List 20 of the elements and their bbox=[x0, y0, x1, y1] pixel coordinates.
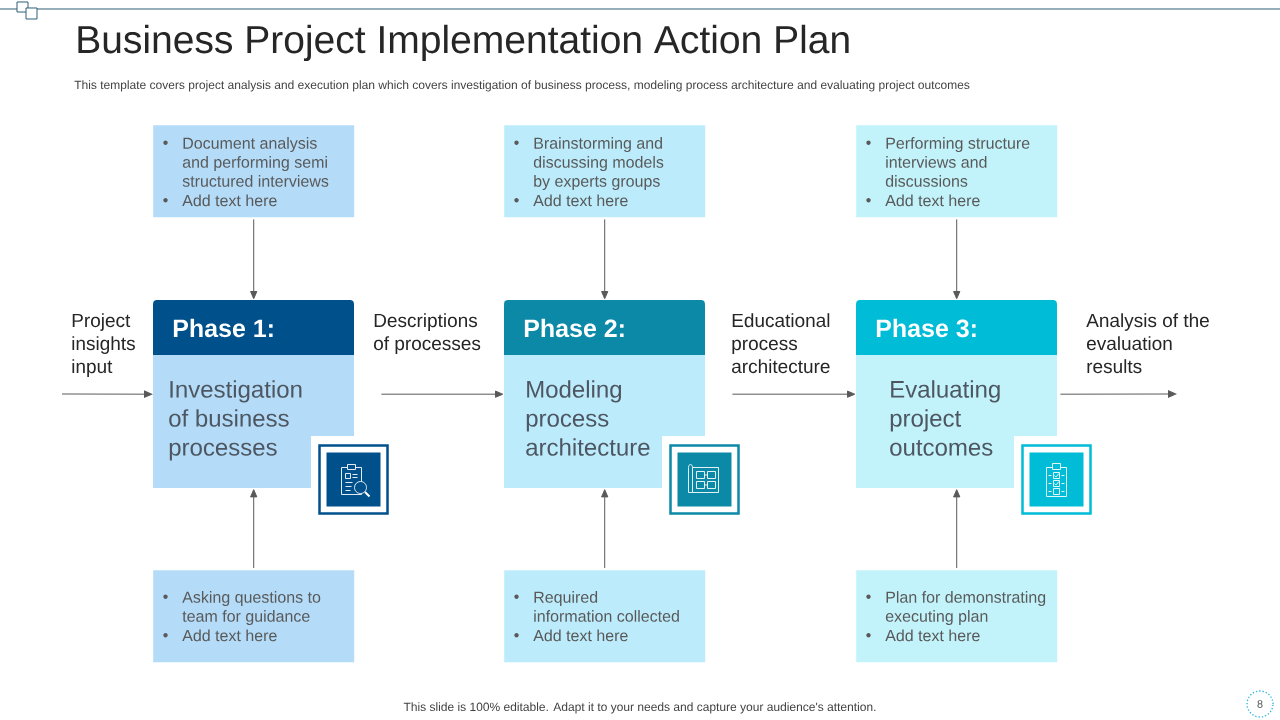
edge-label: Educational process architecture bbox=[731, 313, 837, 374]
text-box: Asking questions to team for guidance Add text here bbox=[153, 570, 355, 663]
phase-card: Phase 1: Investigation of business processes bbox=[153, 300, 354, 488]
subtitle: This template covers project analysis and execution plan which covers investigation of business process, modeling process architecture and evaluating project outcomes bbox=[74, 80, 970, 92]
title: Business Project Implementation Action Plan bbox=[78, 24, 849, 62]
phase-header: Phase 3: bbox=[856, 300, 1057, 355]
edge-label: Descriptions of processes bbox=[373, 313, 489, 354]
phase-card: Phase 2: Modeling process architecture bbox=[504, 300, 705, 488]
phase-header: Phase 2: bbox=[504, 300, 705, 355]
text-box: Required information collected Add text here bbox=[504, 570, 706, 663]
page-number: 8 bbox=[1246, 690, 1274, 718]
text-box: Performing structure interviews and discussions Add text here bbox=[856, 125, 1058, 218]
phase-header: Phase 1: bbox=[153, 300, 354, 355]
text-box: Brainstorming and discussing models by experts groups Add text here bbox=[504, 125, 706, 218]
phase-card: Phase 3: Evaluating project outcomes bbox=[856, 300, 1057, 488]
edge-label: Analysis of the evaluation results bbox=[1086, 313, 1223, 374]
text-box: Plan for demonstrating executing plan Add text here bbox=[856, 570, 1058, 663]
edge-label: Project insights input bbox=[71, 313, 147, 377]
text-box: Document analysis and performing semi structured interviews Add text here bbox=[153, 125, 355, 218]
footer-note: This slide is 100% editable. Adapt it to your needs and capture your audience's attention. bbox=[403, 702, 876, 714]
